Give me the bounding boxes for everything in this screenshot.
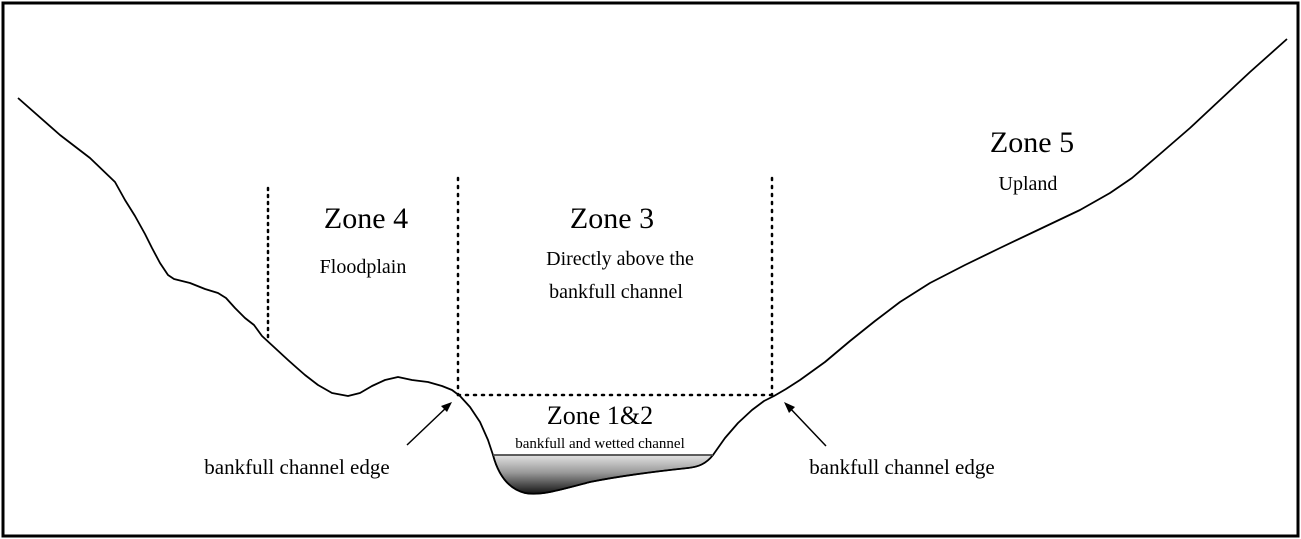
right-edge-arrow-icon (784, 402, 827, 447)
zone4-title: Zone 4 (324, 202, 408, 235)
left-edge-arrow-icon (406, 402, 452, 446)
zone5-title: Zone 5 (990, 126, 1074, 159)
left-bankfull-edge-label: bankfull channel edge (204, 455, 389, 479)
zone3-subtitle-line2: bankfull channel (549, 281, 683, 303)
zone12-subtitle: bankfull and wetted channel (515, 436, 685, 452)
zone4-subtitle: Floodplain (320, 256, 407, 278)
zone3-subtitle-line1: Directly above the (546, 248, 694, 270)
right-bankfull-edge-label: bankfull channel edge (809, 455, 994, 479)
zone3-title: Zone 3 (570, 202, 654, 235)
zone5-subtitle: Upland (999, 173, 1058, 195)
zone12-title: Zone 1&2 (547, 401, 653, 430)
terrain-profile-line (17, 38, 1288, 495)
